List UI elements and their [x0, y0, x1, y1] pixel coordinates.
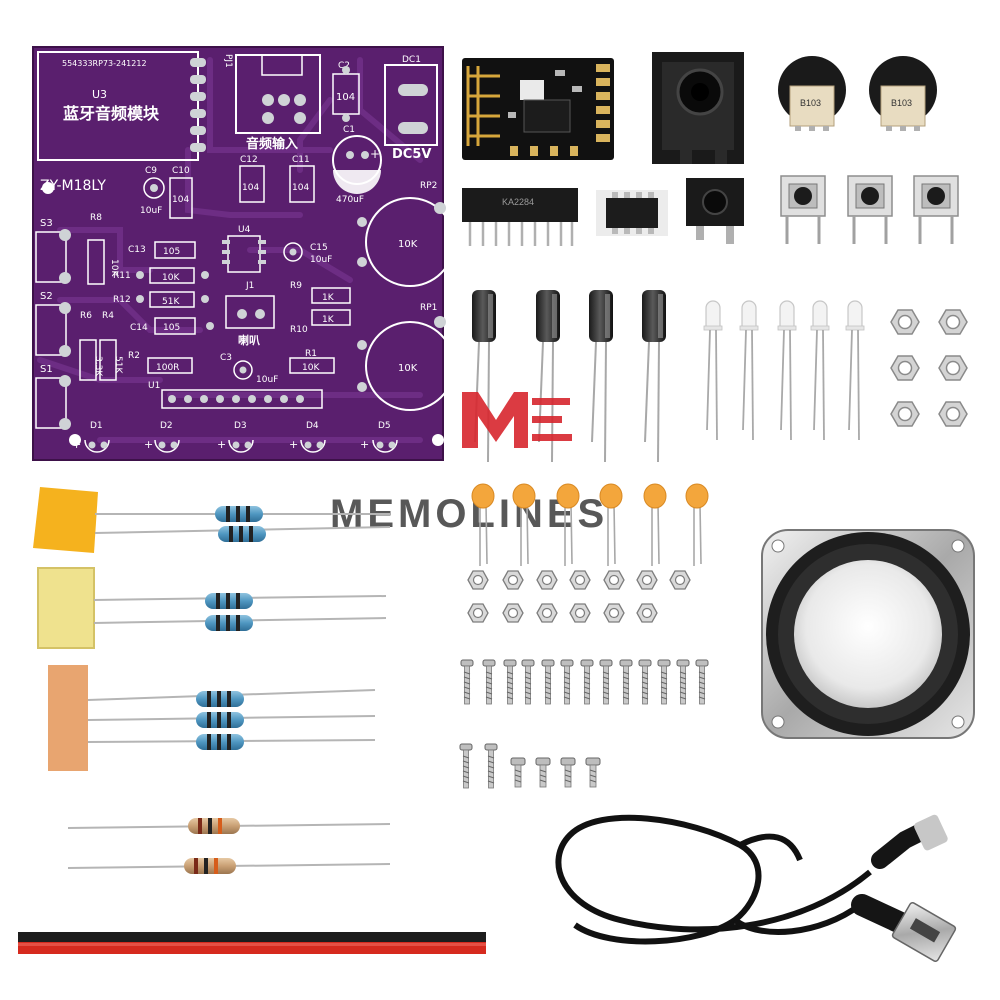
rp2-value: 10K [398, 239, 418, 250]
tact-switch-1 [779, 174, 827, 246]
d4-ref: D4 [306, 421, 319, 431]
resistor-pair-loose [67, 818, 391, 874]
c10-ref: C10 [172, 166, 190, 176]
r1-value: 10K [302, 363, 320, 373]
pcb-serial: 554333RP73-241212 [62, 59, 147, 68]
pcb-board: 554333RP73-241212 U3 蓝牙音频模块 ZY-M18LY PJ1… [32, 46, 455, 461]
rp1-ref: RP1 [420, 303, 437, 313]
bluetooth-module [462, 58, 614, 160]
c2-value: 104 [336, 92, 355, 103]
potentiometer-1: B103 [778, 56, 846, 131]
r4-value: 51K [113, 356, 123, 374]
r12-value: 51K [162, 297, 180, 307]
c1-ref: C1 [343, 125, 355, 135]
c3-ref: C3 [220, 353, 232, 363]
r10-ref: R10 [290, 325, 308, 335]
r8-value: 10K [109, 259, 119, 277]
r1-ref: R1 [305, 349, 317, 359]
s3-ref: S3 [40, 218, 53, 229]
r12-ref: R12 [113, 295, 131, 305]
r10-value: 1K [322, 315, 335, 325]
c15-value: 10uF [310, 255, 332, 265]
potentiometer-2: B103 [869, 56, 937, 131]
pj1-ref: PJ1 [223, 54, 233, 68]
c15-ref: C15 [310, 243, 328, 253]
u4-ref: U4 [238, 225, 251, 235]
c10-value: 104 [172, 195, 189, 205]
c11-ref: C11 [292, 155, 310, 165]
r6-value: 3.3K [93, 356, 103, 377]
resistor-strip-3 [48, 665, 376, 771]
brand-logo-icon [462, 392, 528, 448]
module-ref: U3 [92, 88, 107, 101]
rp1-value: 10K [398, 363, 418, 374]
d2-ref: D2 [160, 421, 173, 431]
r6-ref: R6 [80, 311, 92, 321]
pot1-value: B103 [800, 98, 821, 108]
sop8-chip [596, 190, 668, 236]
r2-ref: R2 [128, 351, 140, 361]
ka2284-chip: KA2284 [462, 188, 578, 246]
tact-switch-3 [912, 174, 960, 246]
resistor-strip-1 [33, 487, 391, 553]
dc1-ref: DC1 [402, 55, 421, 65]
red-black-wire [18, 932, 486, 954]
c2-ref: C2 [338, 61, 350, 71]
j1-ref: J1 [245, 281, 254, 291]
c12-value: 104 [242, 183, 259, 193]
tact-switch-2 [846, 174, 894, 246]
r9-value: 1K [322, 293, 335, 303]
rp2-ref: RP2 [420, 181, 437, 191]
power-label: DC5V [392, 147, 431, 162]
module-title: 蓝牙音频模块 [63, 104, 160, 123]
svg-text:+: + [360, 438, 369, 451]
d3-ref: D3 [234, 421, 247, 431]
d5-ref: D5 [378, 421, 391, 431]
r4-ref: R4 [102, 311, 114, 321]
r11-ref: R11 [113, 271, 131, 281]
board-model: ZY-M18LY [40, 178, 106, 194]
screws-short [459, 743, 601, 789]
c14-value: 105 [163, 323, 180, 333]
d1-ref: D1 [90, 421, 103, 431]
svg-text:+: + [144, 438, 153, 451]
module-pads [190, 58, 206, 152]
pot2-value: B103 [891, 98, 912, 108]
c12-ref: C12 [240, 155, 258, 165]
s2-ref: S2 [40, 291, 53, 302]
speaker-label: 喇叭 [238, 333, 260, 347]
hex-nuts-large [890, 309, 968, 427]
speaker [761, 529, 975, 739]
audio-in-label: 音频输入 [246, 136, 298, 152]
resistor-strip-2 [37, 567, 387, 649]
u1-ref: U1 [148, 381, 160, 391]
audio-jack [652, 52, 744, 164]
s1-ref: S1 [40, 364, 53, 375]
ka2284-label: KA2284 [502, 197, 534, 207]
c9-value: 10uF [140, 206, 162, 216]
svg-text:+: + [289, 438, 298, 451]
svg-text:+: + [217, 438, 226, 451]
c9-ref: C9 [145, 166, 157, 176]
hex-nuts-small [467, 570, 691, 623]
leds [703, 300, 865, 441]
c11-value: 104 [292, 183, 309, 193]
r8-ref: R8 [90, 213, 102, 223]
c13-value: 105 [163, 247, 180, 257]
dc-power-jack [686, 178, 744, 244]
c1-value: 470uF [336, 195, 364, 205]
svg-text:+: + [370, 147, 380, 161]
c3-value: 10uF [256, 375, 278, 385]
usb-dc-cable [555, 814, 957, 962]
c14-ref: C14 [130, 323, 148, 333]
r2-value: 100R [156, 363, 179, 373]
r11-value: 10K [162, 273, 180, 283]
c13-ref: C13 [128, 245, 146, 255]
screws-long [460, 659, 709, 705]
r9-ref: R9 [290, 281, 302, 291]
